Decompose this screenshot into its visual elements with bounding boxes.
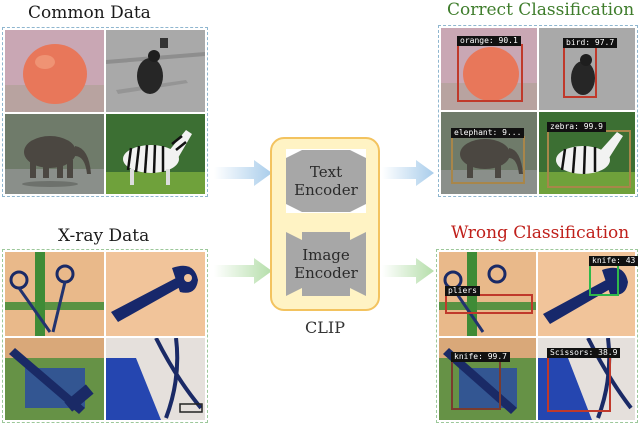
xray-data-panel [2,249,208,423]
hammer-wrong-detection-box: knife: 99.7 [451,352,510,410]
elephant-detection-box: elephant: 9... [451,128,525,184]
wrong-hammer-image [439,338,536,420]
pliers-wrong-detection-label: Scissors: 38.9 [547,348,621,358]
correct-classification-panel: orange: 90.1 bird: 97.7 elephant: 9... z… [438,25,638,197]
xray-pliers-image [106,338,205,420]
text-encoder-label: Text Encoder [294,163,358,199]
correct-classification-title: Correct Classification [447,0,635,20]
orange-detection-box: orange: 90.1 [457,36,523,102]
bird-detection-label: bird: 97.7 [563,38,618,48]
xray-data-title: X-ray Data [58,226,150,246]
xray-hammer-image [5,338,104,420]
pliers-wrong-detection-box: Scissors: 38.9 [547,348,621,412]
bird-detection-box: bird: 97.7 [563,38,618,98]
common-to-clip-arrow [214,160,272,186]
orange-image [5,30,104,112]
clip-to-correct-arrow [382,160,434,186]
zebra-image [106,114,205,194]
wrong-classification-panel: knife: 43 pliers knife: 99.7 Scissors: 3… [436,249,639,423]
bird-image [106,30,205,112]
text-encoder-shape [286,149,366,213]
clip-label: CLIP [305,318,345,337]
image-encoder-label: Image Encoder [294,246,358,282]
hammer-wrong-detection-label: knife: 99.7 [451,352,510,362]
xray-wrench-image [106,252,205,336]
wrench-wrong-detection-box: knife: 43 [589,256,639,296]
zebra-detection-label: zebra: 99.9 [547,122,606,132]
orange-detection-label: orange: 90.1 [457,36,521,46]
wrench-wrong-detection-label: knife: 43 [589,256,639,266]
image-encoder-shape [286,232,366,296]
elephant-image [5,114,104,194]
common-data-panel [2,27,208,197]
elephant-detection-label: elephant: 9... [451,128,525,138]
zebra-detection-box: zebra: 99.9 [547,122,631,188]
xray-scissors-image [5,252,104,336]
xray-to-clip-arrow [214,258,272,284]
common-data-title: Common Data [28,3,151,23]
wrong-classification-title: Wrong Classification [451,223,630,243]
clip-to-wrong-arrow [382,258,434,284]
scissors-wrong-detection-label: pliers [445,286,480,296]
scissors-wrong-detection-box: pliers [445,286,533,314]
